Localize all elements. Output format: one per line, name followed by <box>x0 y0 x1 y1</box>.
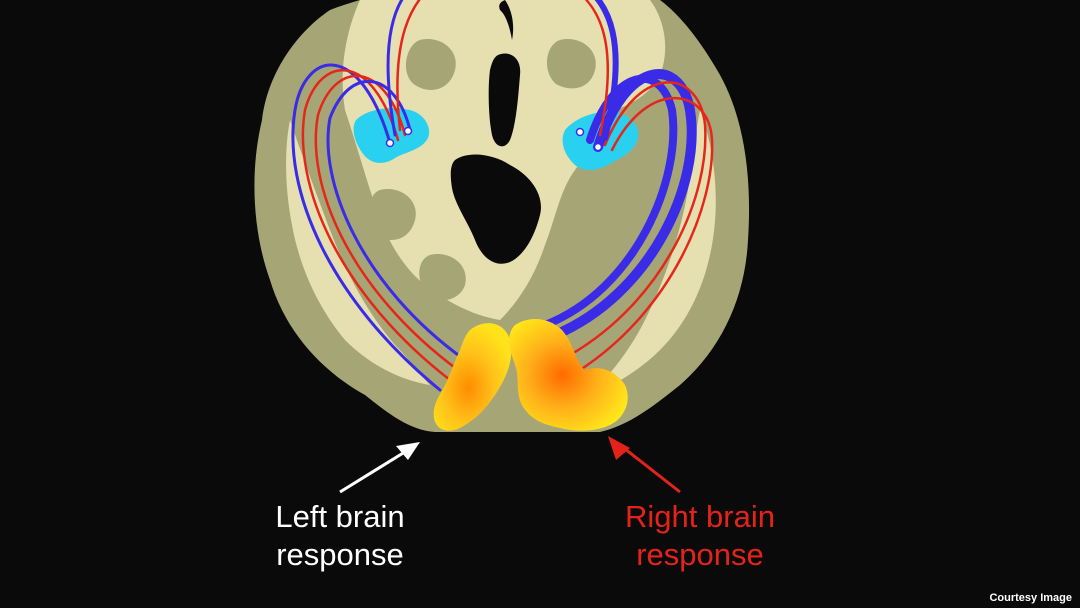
right-brain-response-hotspot <box>509 318 628 431</box>
ventricles <box>450 0 541 264</box>
right-pathways <box>541 0 714 372</box>
image-credit: Courtesy Image <box>989 592 1072 604</box>
right-arrow <box>608 436 681 494</box>
right-brain-response-label: Right brain response <box>580 498 820 574</box>
left-label-line2: response <box>276 537 404 572</box>
brain-folds <box>369 39 636 301</box>
right-label-line2: response <box>636 537 764 572</box>
left-brain-response-label: Left brain response <box>220 498 460 574</box>
eye-dots <box>385 126 603 152</box>
left-arrow <box>339 442 420 494</box>
brain-white-matter-right <box>590 110 716 395</box>
brain-white-matter-left <box>286 120 430 385</box>
left-brain-response-hotspot <box>433 323 512 431</box>
left-pathways <box>291 0 467 392</box>
left-eye-region <box>353 108 430 163</box>
left-label-line1: Left brain <box>275 499 405 534</box>
right-label-line1: Right brain <box>625 499 775 534</box>
